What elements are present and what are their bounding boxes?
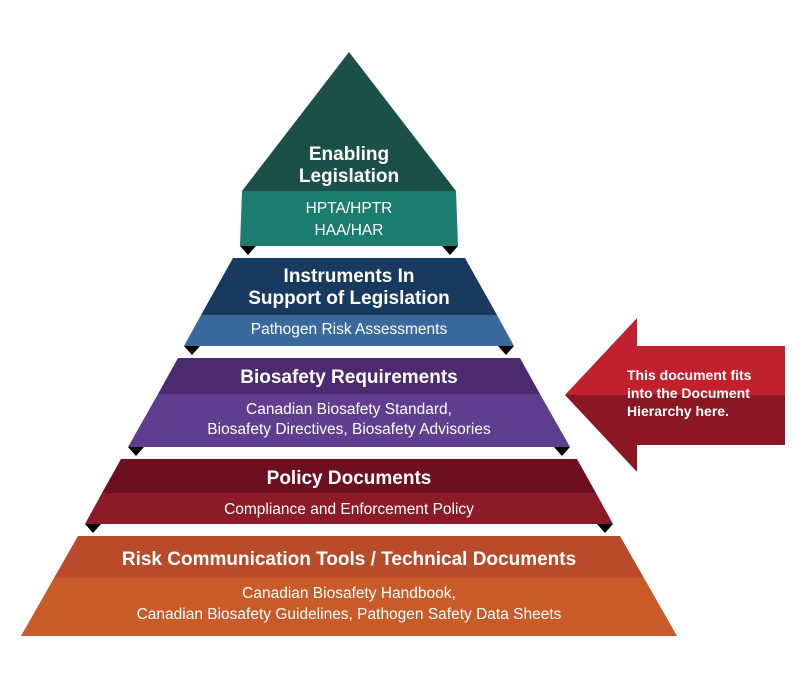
tier-1-title-band [242,52,456,191]
callout-text-line-1: This document fits [627,367,752,383]
tier-1-title-line-2: Legislation [299,166,399,187]
tier-5-sub-line-2: Canadian Biosafety Guidelines, Pathogen … [137,606,562,623]
tier-3-sub-line-1: Canadian Biosafety Standard, [246,401,452,418]
connector-triangle-icon [442,246,458,255]
connector-triangle-icon [184,346,200,355]
tier-2-sub-band [184,315,514,346]
tier-biosafety-requirements: Biosafety Requirements Canadian Biosafet… [128,358,570,456]
tier-2-sub-line-1: Pathogen Risk Assessments [251,321,448,338]
connector-triangle-icon [240,246,256,255]
tier-1-title-line-1: Enabling [309,144,389,165]
tier-risk-communication: Risk Communication Tools / Technical Doc… [21,536,677,636]
connector-triangle-icon [498,346,514,355]
tier-instruments: Instruments In Support of Legislation Pa… [184,258,514,355]
tier-1-sub-band [240,191,458,246]
tier-1-sub-line-1: HPTA/HPTR [306,200,393,217]
callout-arrow-top [565,318,785,395]
connector-triangle-icon [85,524,101,533]
tier-2-title-line-2: Support of Legislation [248,288,450,309]
tier-3-title-line-1: Biosafety Requirements [240,367,458,388]
tier-3-title-band [158,358,540,394]
connector-triangle-icon [128,447,144,456]
tier-4-sub-line-1: Compliance and Enforcement Policy [224,501,474,518]
tier-5-title-band [54,536,644,578]
tier-enabling-legislation: Enabling Legislation HPTA/HPTR HAA/HAR [240,52,458,255]
tier-4-title-band [102,459,596,493]
callout-text-line-3: Hierarchy here. [627,403,729,419]
callout-arrow-bottom [565,395,785,472]
connector-triangle-icon [554,447,570,456]
tier-4-title-line-1: Policy Documents [267,468,432,489]
tier-5-sub-band [21,578,677,636]
tier-3-sub-line-2: Biosafety Directives, Biosafety Advisori… [207,421,491,438]
callout-arrow: This document fits into the Document Hie… [565,318,785,472]
tier-3-sub-band [128,394,570,447]
tier-4-sub-band [85,493,613,524]
tier-2-title-line-1: Instruments In [284,266,415,287]
connector-triangle-icon [597,524,613,533]
tier-5-sub-line-1: Canadian Biosafety Handbook, [242,585,456,602]
tier-policy-documents: Policy Documents Compliance and Enforcem… [85,459,613,533]
tier-5-title-line-1: Risk Communication Tools / Technical Doc… [122,549,576,570]
callout-text-line-2: into the Document [627,385,750,401]
tier-1-sub-line-2: HAA/HAR [315,222,384,239]
tier-2-title-band [201,258,497,315]
